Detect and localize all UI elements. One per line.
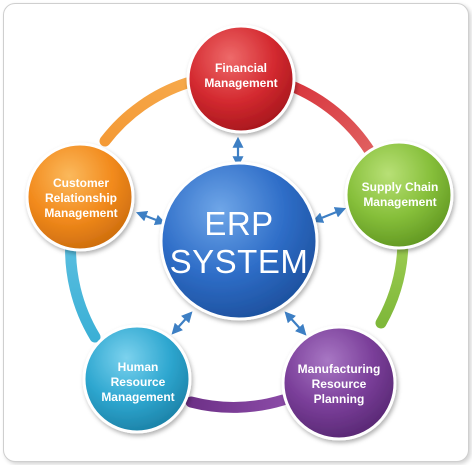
financial-label-line-1: Financial (215, 61, 267, 75)
arrow-center-manufacturing (284, 311, 307, 336)
center-label-line-1: ERP (204, 205, 273, 242)
erp-center-node: ERP SYSTEM (159, 161, 319, 321)
node-manufacturing-resource-planning: Manufacturing Resource Planning (281, 325, 397, 441)
erp-diagram: ERP SYSTEM Financial Management Supply C… (25, 24, 454, 441)
hr-label-line-1: Human (118, 360, 159, 374)
supply-chain-label-line-1: Supply Chain (362, 180, 439, 194)
connector-arrows (135, 136, 347, 336)
crm-label-line-1: Customer (53, 176, 109, 190)
hr-label-line-2: Resource (111, 375, 166, 389)
arrow-center-hr (171, 311, 193, 335)
arrow-center-supply (311, 207, 347, 223)
crm-label-line-3: Management (44, 206, 117, 220)
ring-segment-hr-crm (65, 231, 101, 343)
crm-label-line-2: Relationship (45, 191, 117, 205)
financial-label-line-2: Management (204, 76, 277, 90)
ring-segment-supply-manufacturing (375, 235, 409, 329)
manufacturing-label-line-3: Planning (314, 392, 365, 406)
hr-label-line-3: Management (101, 390, 174, 404)
ring-segment-crm-financial (99, 77, 193, 147)
manufacturing-label-line-1: Manufacturing (298, 362, 381, 376)
center-label-line-2: SYSTEM (170, 243, 309, 280)
arrow-center-crm (135, 211, 167, 225)
ring-segment-manufacturing-hr (185, 394, 289, 413)
ring-segment-financial-supply (283, 79, 377, 159)
node-human-resource-management: Human Resource Management (82, 324, 192, 434)
node-customer-relationship-management: Customer Relationship Management (25, 142, 135, 252)
manufacturing-label-line-2: Resource (312, 377, 367, 391)
node-supply-chain-management: Supply Chain Management (344, 140, 454, 250)
diagram-frame: ERP SYSTEM Financial Management Supply C… (3, 3, 469, 462)
node-financial-management: Financial Management (186, 24, 296, 134)
supply-chain-label-line-2: Management (363, 195, 436, 209)
